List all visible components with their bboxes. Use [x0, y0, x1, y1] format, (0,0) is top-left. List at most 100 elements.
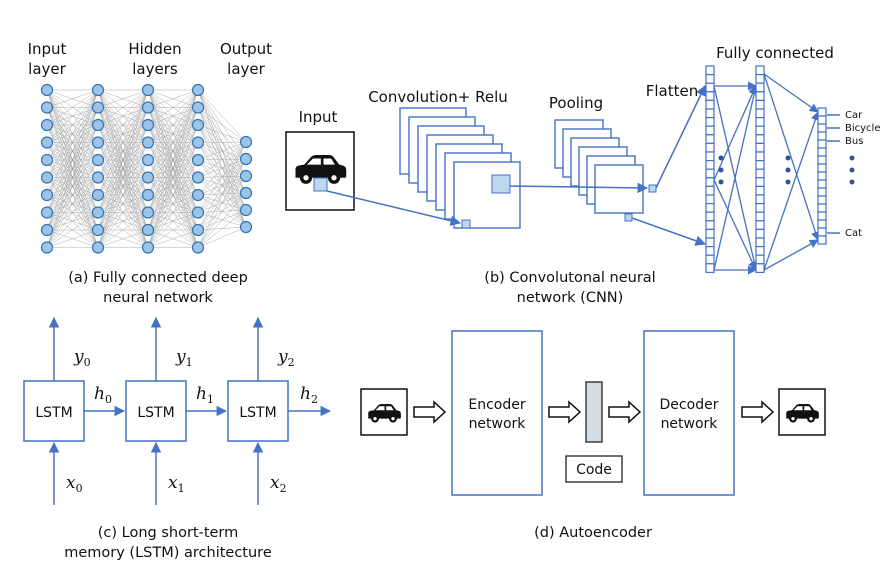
- output-layer-label-line1: Output: [220, 40, 272, 58]
- neuron-l0-8: [40, 223, 54, 237]
- fc-hidden-cell-16: [755, 203, 765, 213]
- convolution-relu-label: Convolution+ Relu: [368, 88, 508, 106]
- code-label-box: [565, 455, 623, 483]
- fc-hidden-cell-22: [755, 254, 765, 265]
- fc-hidden-cell-6: [755, 116, 765, 127]
- fc-hidden-cell-19: [755, 228, 765, 239]
- neuron-l1-6: [91, 188, 105, 202]
- neuron-l1-0: [91, 83, 105, 97]
- encoder-network-box: [451, 330, 543, 496]
- lstm-cell-1: LSTM: [125, 380, 187, 442]
- neuron-l0-0: [40, 83, 54, 97]
- flatten-cell-23: [705, 263, 715, 273]
- fc-hidden-cell-0: [755, 65, 765, 76]
- fc-layers: [705, 65, 827, 273]
- input-x0: x0: [66, 473, 83, 495]
- neuron-l2-6: [141, 188, 155, 202]
- neuron-l1-7: [91, 206, 105, 219]
- pooling-label: Pooling: [549, 94, 603, 112]
- hollow-arrow-4: [741, 400, 775, 424]
- fc-hidden-cell-1: [755, 73, 765, 84]
- pooled-cell-1: [648, 184, 657, 193]
- fc-hidden-cell-23: [755, 263, 765, 273]
- neuron-l1-4: [91, 153, 105, 167]
- class-label-bus: Bus: [845, 136, 863, 147]
- fc-link-5: [713, 179, 757, 271]
- class-label-bicycle: Bicycle: [845, 123, 880, 134]
- neuron-l3-4: [191, 153, 205, 167]
- neuron-l2-4: [141, 153, 155, 167]
- encoder-label-line1: Encoder: [468, 397, 525, 413]
- neuron-l2-8: [141, 223, 155, 237]
- caption-b-line1: (b) Convolutonal neural: [484, 270, 655, 286]
- flatten-cell-15: [705, 194, 715, 205]
- fc-hidden-cell-15: [755, 194, 765, 205]
- flatten-cell-16: [705, 203, 715, 213]
- neuron-l4-5: [239, 220, 253, 234]
- input-layer-label-line1: Input: [28, 40, 67, 58]
- fc-output-cell-0: [817, 107, 827, 117]
- input-to-conv-arrow: [326, 190, 462, 226]
- hidden-layers-label-line1: Hidden: [128, 40, 181, 58]
- neuron-l0-7: [40, 206, 54, 219]
- fc-output-cell-15: [817, 227, 827, 237]
- neuron-l4-1: [239, 152, 253, 166]
- conv-map-6: [453, 161, 521, 229]
- flatten-cell-10: [705, 151, 715, 162]
- neuron-l2-0: [141, 83, 155, 97]
- fc-output-cell-7: [817, 163, 827, 173]
- neuron-l1-3: [91, 136, 105, 149]
- convolution-feature-maps: [399, 107, 521, 229]
- neuron-l0-9: [40, 241, 54, 254]
- fc-out-link-1: [763, 73, 820, 241]
- neuron-l2-1: [141, 101, 155, 114]
- flatten-cell-2: [705, 82, 715, 93]
- neuron-l3-1: [191, 101, 205, 114]
- caption-c-line1: (c) Long short-term: [98, 525, 239, 541]
- fc-output-cell-6: [817, 155, 827, 165]
- neuron-l3-3: [191, 136, 205, 149]
- decoder-label-line2: network: [661, 416, 719, 432]
- neuron-l0-2: [40, 118, 54, 132]
- hidden-layers-label-line2: layers: [132, 60, 178, 78]
- fc-output-cell-13: [817, 211, 827, 221]
- neuron-l2-3: [141, 136, 155, 149]
- fc-out-link-2: [763, 111, 820, 271]
- lstm-cell-0-label: LSTM: [35, 405, 72, 421]
- fc-hidden-cell-4: [755, 99, 765, 110]
- neuron-l1-1: [91, 101, 105, 114]
- caption-b-line2: network (CNN): [517, 290, 624, 306]
- flatten-cell-12: [705, 168, 715, 179]
- neuron-l2-5: [141, 171, 155, 184]
- flatten-cell-1: [705, 73, 715, 84]
- panel-d-autoencoder: Encoder network Code Decoder network (d)…: [360, 330, 826, 541]
- lstm-cell-2: LSTM: [227, 380, 289, 442]
- flatten-cell-11: [705, 160, 715, 170]
- flatten-cell-20: [705, 237, 715, 248]
- fc-link-2: [713, 85, 759, 271]
- neuron-l2-7: [141, 206, 155, 219]
- pooled-cell-2: [624, 213, 633, 222]
- conv-pool-region: [491, 174, 511, 194]
- fc-hidden-cell-14: [755, 185, 765, 196]
- hidden-h2: h2: [300, 384, 318, 406]
- flatten-cell-4: [705, 99, 715, 110]
- input-layer-label-line2: layer: [28, 60, 66, 78]
- fc-output-cell-1: [817, 115, 827, 125]
- network-connections: [46, 89, 247, 248]
- flatten-cell-6: [705, 116, 715, 127]
- fc-hidden-cell-7: [755, 125, 765, 136]
- fc-link-4: [713, 85, 757, 181]
- flatten-cell-17: [705, 211, 715, 222]
- fc-hidden-cell-11: [755, 160, 765, 170]
- fc-output-cell-2: [817, 123, 827, 133]
- fc-ellipsis-dots: [718, 155, 855, 185]
- fc-hidden-cell-10: [755, 151, 765, 162]
- fc-hidden-cell-5: [755, 108, 765, 119]
- neuron-l2-2: [141, 118, 155, 132]
- hollow-arrow-3: [608, 400, 642, 424]
- neuron-l3-5: [191, 171, 205, 184]
- lstm-cell-1-label: LSTM: [137, 405, 174, 421]
- lstm-cell-0: LSTM: [23, 380, 85, 442]
